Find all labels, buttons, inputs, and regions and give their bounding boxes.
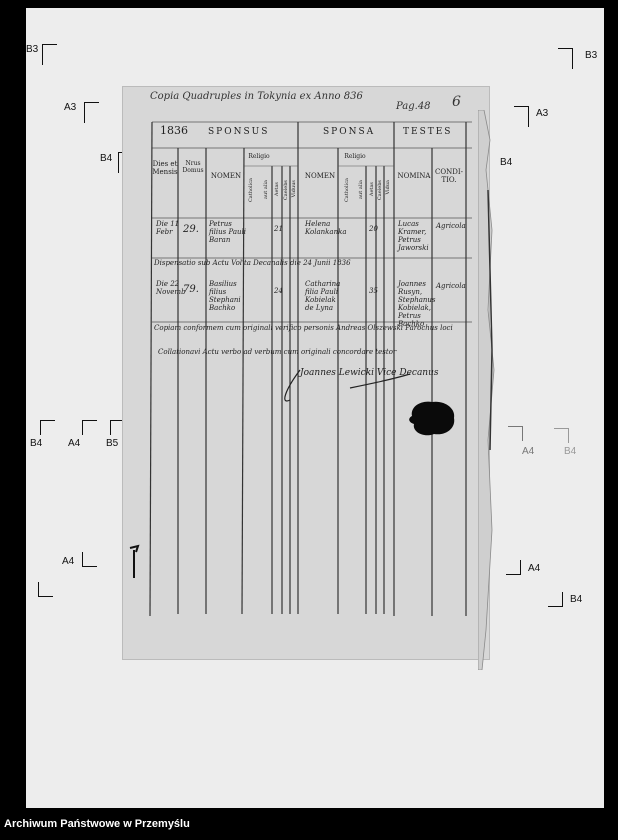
- col-dies-et-mensis: Dies et Mensis: [152, 160, 178, 176]
- crop-corner: [40, 420, 55, 435]
- crop-corner: [558, 48, 573, 69]
- margin-mark: [129, 544, 140, 578]
- entry-2-bride-age: 35: [369, 287, 378, 295]
- dispensation-note: Dispensatio sub Actu Vol'ta Decanalis di…: [154, 259, 351, 267]
- entry-1-groom: Petrus filius Pauli Baran: [209, 220, 247, 244]
- page-number: 6: [452, 94, 461, 110]
- col-nomina: NOMINA: [397, 172, 431, 180]
- register-table-grid: [149, 121, 472, 617]
- sub-col-vidua: Vidua: [385, 180, 391, 195]
- entry-1-date: Die 11 Febr: [156, 220, 180, 236]
- torn-edge: [478, 110, 495, 670]
- col-religio-sponsa: Religio: [344, 153, 366, 160]
- crop-corner: [110, 420, 125, 435]
- col-nrus-domus: Nrus Domus: [182, 160, 204, 174]
- crop-corner: [38, 582, 53, 597]
- section-testes: TESTES: [403, 127, 453, 137]
- signature: Joannes Lewicki Vice Decanus: [300, 368, 439, 378]
- register-year: 1836: [160, 124, 188, 137]
- sub-col-caelebs: Caelebs: [377, 180, 383, 201]
- col-conditio: CONDI-TIO.: [435, 168, 463, 184]
- film-mark-b4-mid-right: B4: [564, 446, 577, 457]
- entry-1-house: 29.: [183, 224, 199, 235]
- section-sponsa: SPONSA: [323, 127, 376, 137]
- crop-corner: [82, 420, 97, 435]
- film-mark-b4-top-left: B4: [100, 153, 113, 164]
- entry-2-groom: Basilius filius Stephani Bachko: [209, 280, 241, 312]
- sub-col-aut-alia: aut alia: [358, 180, 364, 199]
- sub-col-aetas: Aetas: [369, 182, 375, 197]
- film-mark-b4-top-right: B4: [500, 157, 513, 168]
- entry-1-witnesses: Lucas Kramer, Petrus Jaworski: [398, 220, 429, 252]
- film-mark-b3-right: B3: [585, 50, 598, 61]
- entry-2-groom-age: 24: [274, 287, 283, 295]
- wax-seal-blot: [409, 401, 455, 436]
- entry-1-bride: Helena Kolankanka: [305, 220, 347, 236]
- archive-footer: Archiwum Państwowe w Przemyślu: [0, 808, 618, 840]
- film-mark-b5-mid-left: B5: [106, 438, 119, 449]
- film-mark-a4-low-right: A4: [528, 563, 541, 574]
- crop-corner: [82, 552, 97, 567]
- entry-2-bride: Catharina filia Pauli Kobielak de Lyna: [305, 280, 341, 312]
- sub-col-aetas: Aetas: [274, 182, 280, 197]
- crop-corner: [506, 560, 521, 575]
- film-mark-b3-left: B3: [26, 44, 39, 55]
- sub-col-viduus: Viduus: [291, 180, 297, 198]
- entry-2-condition: Agricola: [436, 282, 466, 290]
- crop-corner: [42, 44, 57, 65]
- register-page: [122, 86, 490, 660]
- sub-col-aut-alia: aut alia: [263, 180, 269, 199]
- film-mark-b4-mid-left: B4: [30, 438, 43, 449]
- sub-col-catholica: Catholica: [248, 178, 254, 203]
- archive-name: Archiwum Państwowe w Przemyślu: [4, 818, 190, 830]
- section-sponsus: SPONSUS: [208, 127, 270, 137]
- page-ref: Pag.48: [396, 101, 431, 112]
- film-mark-b4-low-right: B4: [570, 594, 583, 605]
- entry-2-witnesses: Joannes Rusyn, Stephanus Kobielak, Petru…: [398, 280, 436, 328]
- entry-1-condition: Agricola: [436, 222, 466, 230]
- header-note: Copia Quadruples in Tokynia ex Anno 836: [150, 91, 363, 102]
- entry-1-bride-age: 20: [369, 225, 378, 233]
- entry-2-date: Die 22 Novemb: [156, 280, 186, 296]
- signature-flourish: [284, 369, 411, 402]
- crop-corner: [508, 426, 523, 441]
- film-mark-a3-right: A3: [536, 108, 549, 119]
- film-mark-a4-mid-left: A4: [68, 438, 81, 449]
- entry-1-groom-age: 21: [274, 225, 283, 233]
- copy-note-1: Copiam conformem cum originali verifico …: [154, 324, 453, 332]
- film-mark-a4-mid-right: A4: [522, 446, 535, 457]
- crop-corner: [514, 106, 529, 127]
- col-religio-sponsus: Religio: [248, 153, 270, 160]
- film-mark-a4-low-left: A4: [62, 556, 75, 567]
- col-nomen-sponsa: NOMEN: [304, 172, 336, 180]
- crop-corner: [548, 592, 563, 607]
- sub-col-catholica: Catholica: [344, 178, 350, 203]
- crop-corner: [554, 428, 569, 443]
- crop-corner: [84, 102, 99, 123]
- entry-2-house: 79.: [183, 284, 199, 295]
- col-nomen-sponsus: NOMEN: [210, 172, 242, 180]
- copy-note-2: Collationavi Actu verbo ad verbum cum or…: [158, 348, 397, 356]
- film-mark-a3-left: A3: [64, 102, 77, 113]
- sub-col-caelebs: Caelebs: [283, 180, 289, 201]
